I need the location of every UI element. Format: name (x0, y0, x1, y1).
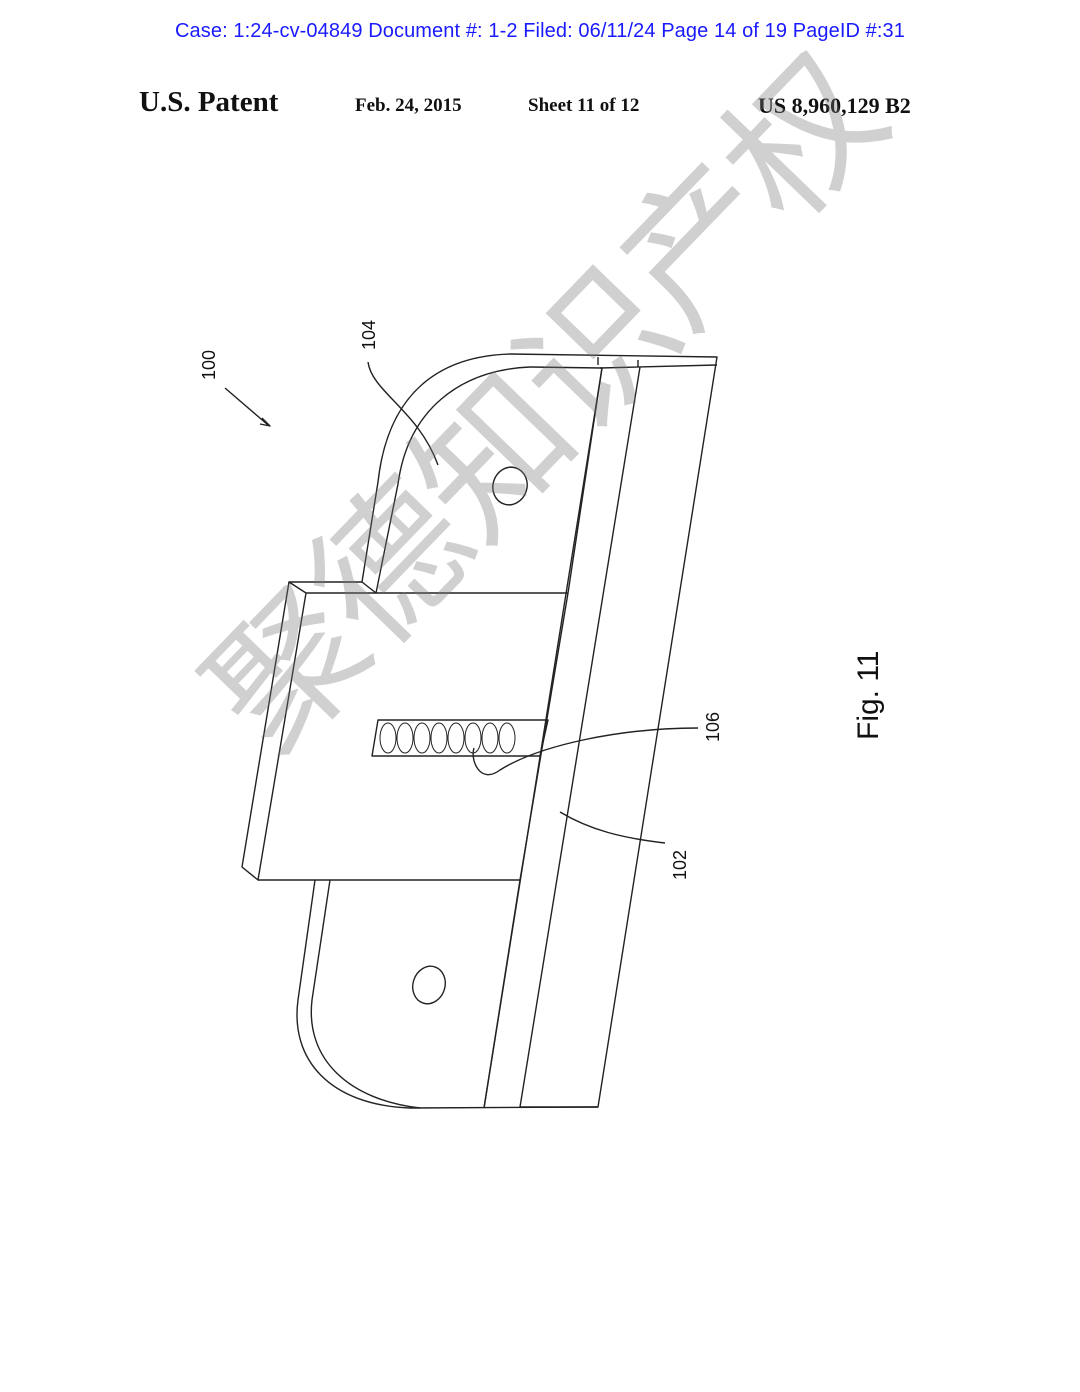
patent-header: U.S. Patent Feb. 24, 2015 Sheet 11 of 12… (0, 84, 1080, 124)
label-104: 104 (359, 320, 379, 350)
device-outline (224, 353, 718, 1109)
patent-title: U.S. Patent (139, 86, 279, 118)
leader-104 (367, 361, 439, 466)
center-block-top (288, 581, 377, 594)
lower-screw-hole (411, 965, 447, 1005)
leader-100 (224, 387, 271, 427)
leader-106 (472, 727, 699, 776)
label-106: 106 (703, 712, 723, 742)
figure-caption: Fig. 11 (852, 651, 885, 741)
court-filing-header: Case: 1:24-cv-04849 Document #: 1-2 File… (174, 20, 905, 42)
spring-slot (371, 719, 549, 757)
lower-plate (296, 879, 599, 1109)
sheet-number: Sheet 11 of 12 (528, 95, 640, 116)
rail-edge (509, 353, 718, 1108)
center-block-side (241, 581, 307, 881)
patent-number: US 8,960,129 B2 (758, 93, 911, 118)
upper-screw-hole (492, 466, 528, 506)
spring-coils (379, 722, 516, 754)
label-102: 102 (670, 850, 690, 880)
patent-date: Feb. 24, 2015 (355, 95, 462, 116)
leader-102 (559, 811, 666, 844)
upper-plate (361, 353, 511, 583)
label-100: 100 (199, 350, 219, 380)
